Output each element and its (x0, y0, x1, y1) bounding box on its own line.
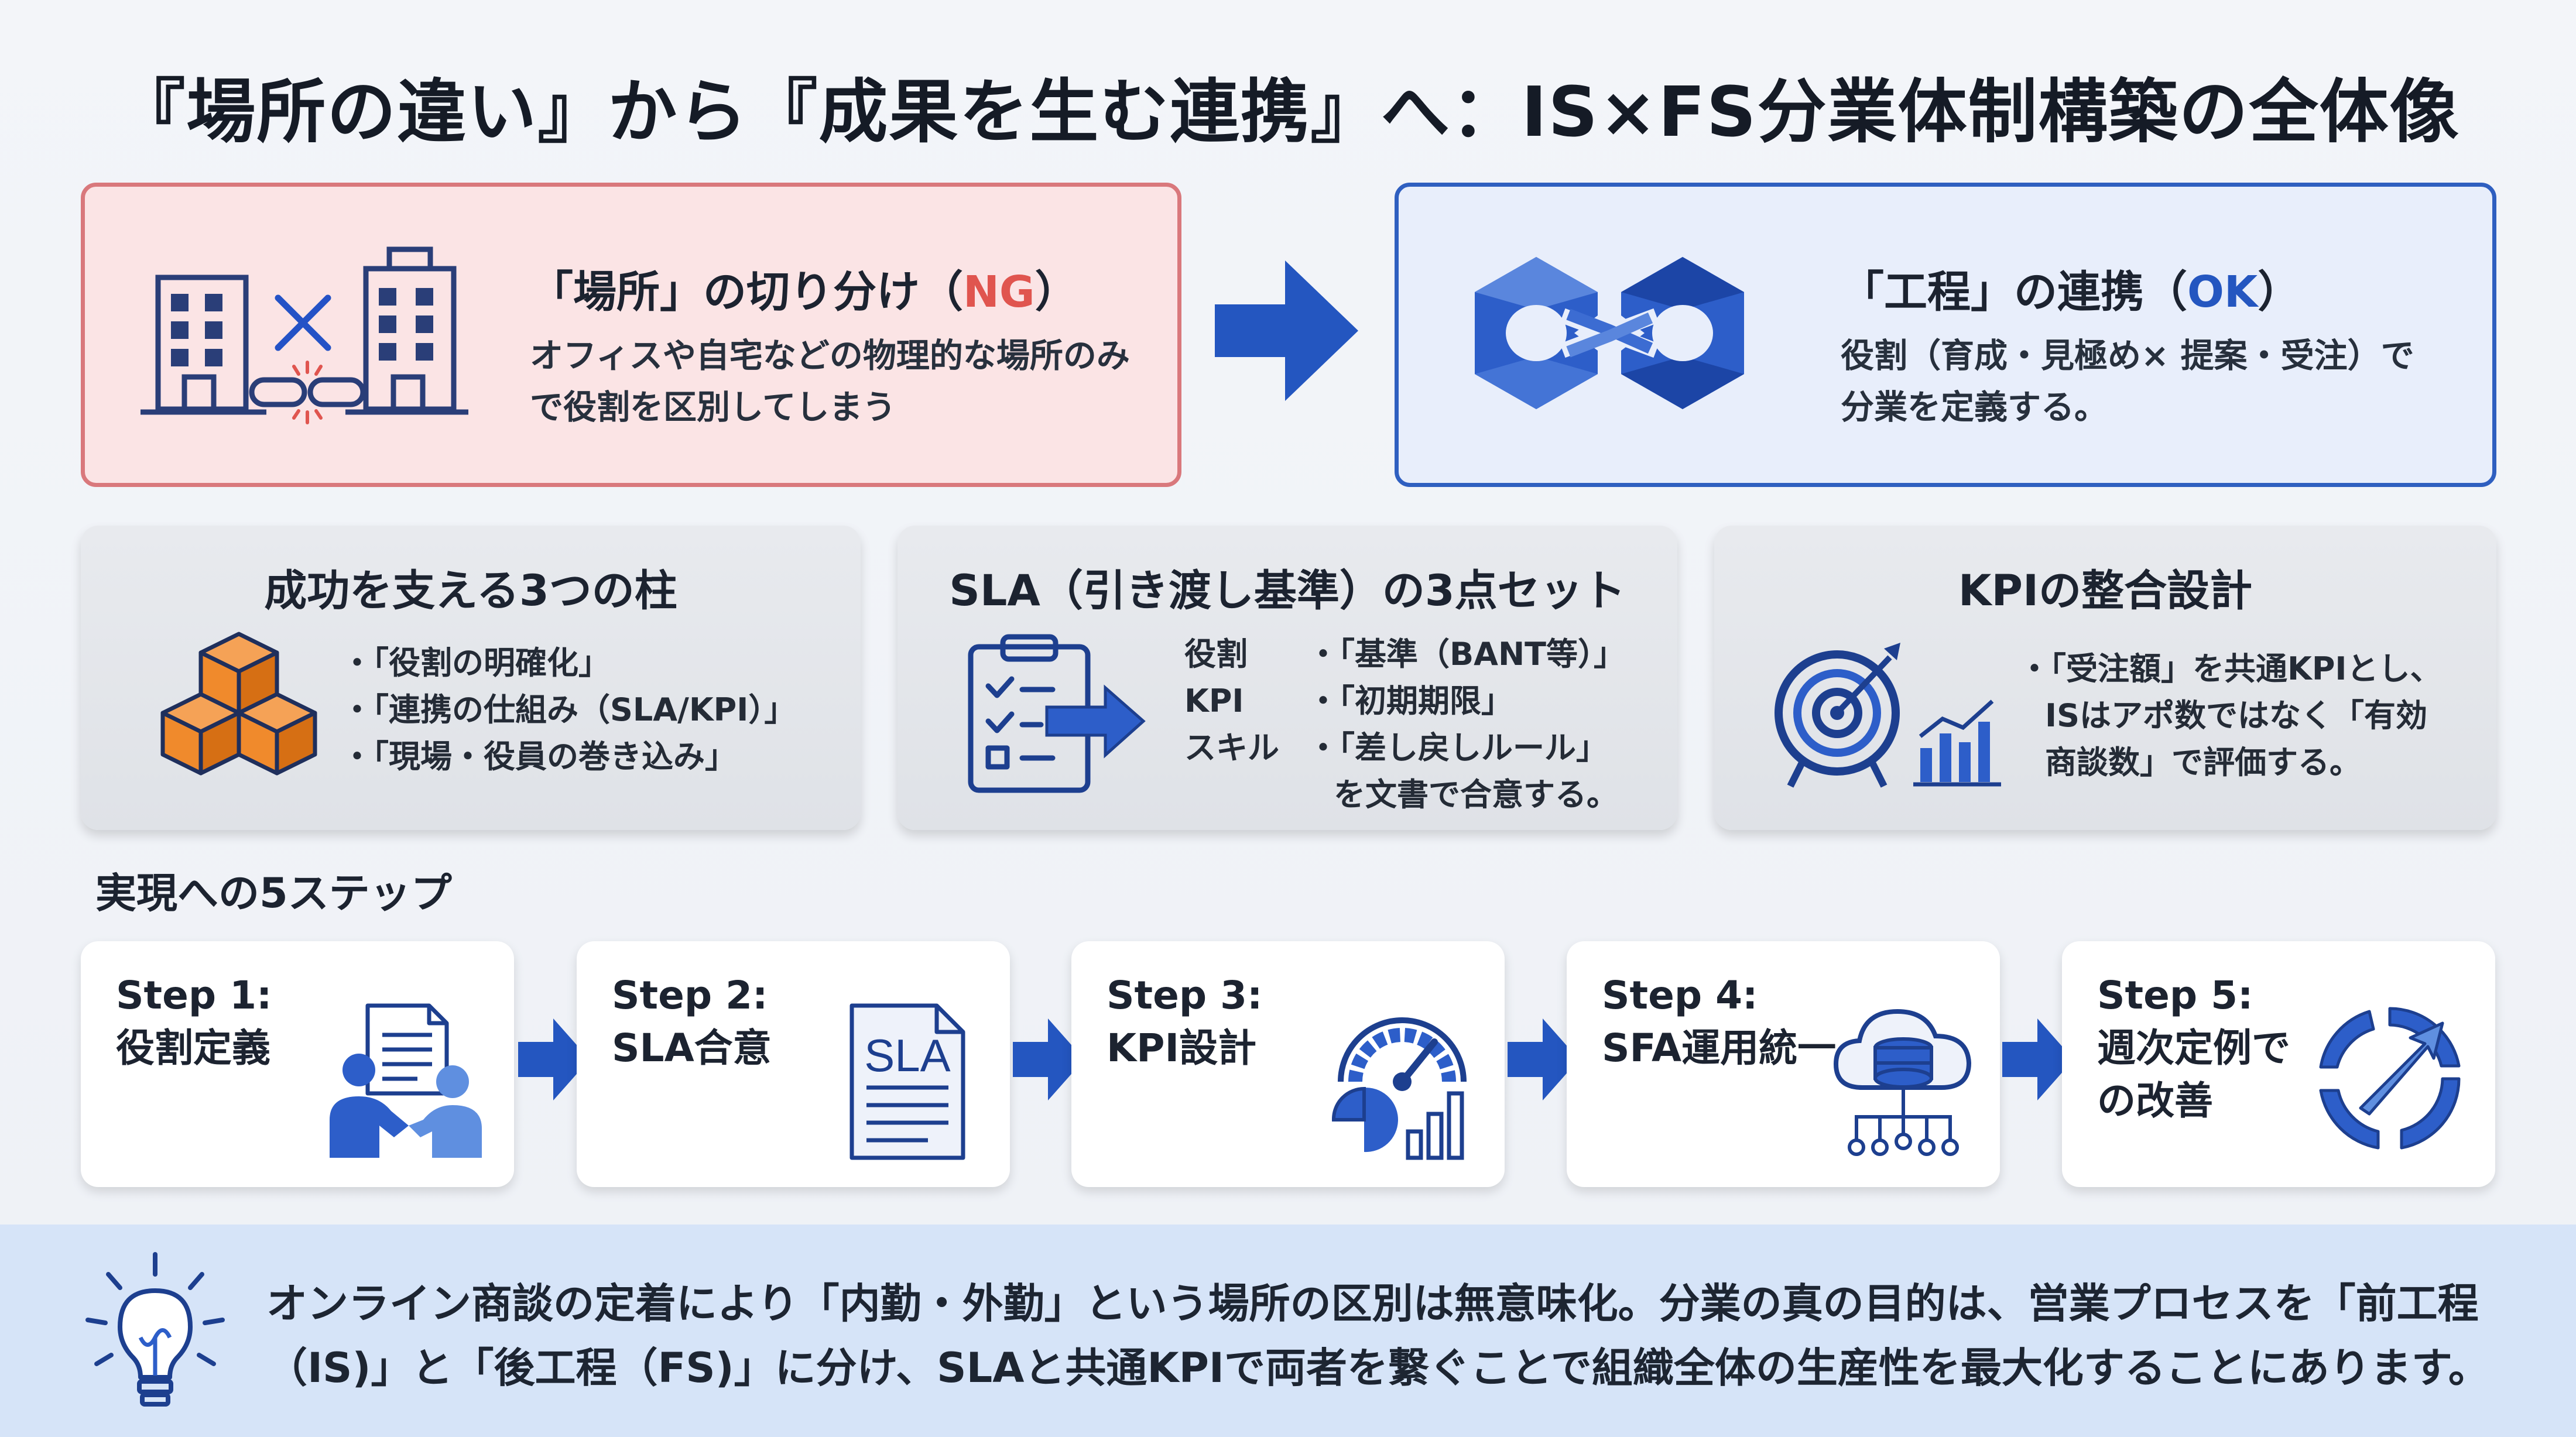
step-title: Step 4: SFA運用統一 (1602, 973, 1837, 1071)
list-item: ・「現場・役員の巻き込み」 (341, 738, 737, 775)
step-card-1: Step 1: 役割定義 (81, 941, 514, 1187)
step-arrow-icon (1013, 1018, 1084, 1100)
step-title: Step 1: 役割定義 (116, 973, 272, 1071)
cubes-icon (160, 632, 317, 776)
three-pillars-card: 成功を支える3つの柱 ・「役割の明確化」 ・「連携の仕組み（SLA/KPI）」 … (81, 526, 861, 830)
step-title: Step 5: 週次定例で の改善 (2097, 973, 2290, 1123)
sla-label: 役割 (1184, 636, 1248, 673)
ng-panel: 「場所」の切り分け（NG） オフィスや自宅などの物理的な場所のみ で役割を区別し… (81, 183, 1181, 487)
three-pillars-title: 成功を支える3つの柱 (264, 566, 677, 616)
cloud-database-icon (1833, 1009, 1972, 1156)
sla-document-icon: SLA (849, 1003, 965, 1160)
list-item: ・「連携の仕組み（SLA/KPI）」 (341, 691, 796, 728)
sla-labels: 役割 KPI スキル (1184, 631, 1279, 771)
page-title: 『場所の違い』から『成果を生む連携』へ：IS×FS分業体制構築の全体像 (116, 71, 2460, 152)
kpi-description: ・「受注額」を共通KPIとし、 ISはアポ数ではなく「有効 商談数」で評価する。 (2019, 650, 2442, 781)
list-item: ・「初期期限」 (1307, 683, 1513, 719)
lightbulb-icon (85, 1252, 225, 1407)
list-item: ・「基準（BANT等）」 (1307, 636, 1625, 673)
handshake-document-icon (330, 1003, 482, 1158)
ng-panel-title: 「場所」の切り分け（NG） (530, 267, 1078, 317)
sla-items: ・「基準（BANT等）」 ・「初期期限」 ・「差し戻しルール」 を文書で合意する… (1307, 631, 1625, 818)
kpi-card-title: KPIの整合設計 (1958, 566, 2253, 616)
ok-panel-description: 役割（育成・見極め× 提案・受注）で 分業を定義する。 (1841, 337, 2414, 427)
ok-panel: 「工程」の連携（OK） 役割（育成・見極め× 提案・受注）で 分業を定義する。 (1395, 183, 2496, 487)
buildings-broken-link-icon (141, 246, 468, 424)
cycle-arrows-icon (2319, 1007, 2461, 1150)
sla-note: を文書で合意する。 (1334, 776, 1618, 813)
sla-card-title: SLA（引き渡し基準）の3点セット (949, 566, 1626, 616)
ok-tag: OK (2187, 267, 2258, 317)
sla-label: スキル (1184, 729, 1279, 766)
step-title: Step 2: SLA合意 (612, 973, 772, 1071)
ng-tag: NG (963, 267, 1035, 317)
sla-label: KPI (1184, 683, 1244, 719)
step-title: Step 3: KPI設計 (1107, 973, 1263, 1071)
sla-card: SLA（引き渡し基準）の3点セット 役割 KPI スキル ・「基準（BANT等）… (898, 526, 1677, 830)
infinity-loop-icon (1475, 257, 1744, 409)
three-pillars-list: ・「役割の明確化」 ・「連携の仕組み（SLA/KPI）」 ・「現場・役員の巻き込… (341, 640, 796, 780)
list-item: ・「役割の明確化」 (341, 644, 610, 681)
steps-heading: 実現への5ステップ (95, 869, 452, 917)
ng-panel-description: オフィスや自宅などの物理的な場所のみ で役割を区別してしまう (530, 337, 1130, 427)
ok-panel-title: 「工程」の連携（OK） (1841, 267, 2301, 317)
step-card-3: Step 3: KPI設計 (1071, 941, 1505, 1187)
gauge-chart-icon (1331, 1017, 1467, 1160)
target-chart-icon (1775, 643, 2001, 788)
footer-banner (0, 1225, 2576, 1437)
step-arrow-icon (2002, 1018, 2074, 1100)
step-card-2: Step 2: SLA合意 SLA (577, 941, 1010, 1187)
footer-message: オンライン商談の定着により「内勤・外勤」という場所の区別は無意味化。分業の真の目… (266, 1280, 2489, 1392)
clipboard-checklist-icon (968, 634, 1146, 793)
step-card-5: Step 5: 週次定例で の改善 (2062, 941, 2495, 1187)
kpi-card: KPIの整合設計 ・「受注額」を共通KPIとし、 ISはアポ数ではなく「有効 商… (1714, 526, 2496, 830)
list-item: ・「差し戻しルール」 (1307, 729, 1608, 766)
step-arrow-icon (518, 1018, 590, 1100)
step-arrow-icon (1508, 1018, 1579, 1100)
sla-icon-text: SLA (864, 1030, 950, 1081)
step-card-4: Step 4: SFA運用統一 (1567, 941, 2000, 1187)
arrow-right-icon (1215, 260, 1358, 401)
